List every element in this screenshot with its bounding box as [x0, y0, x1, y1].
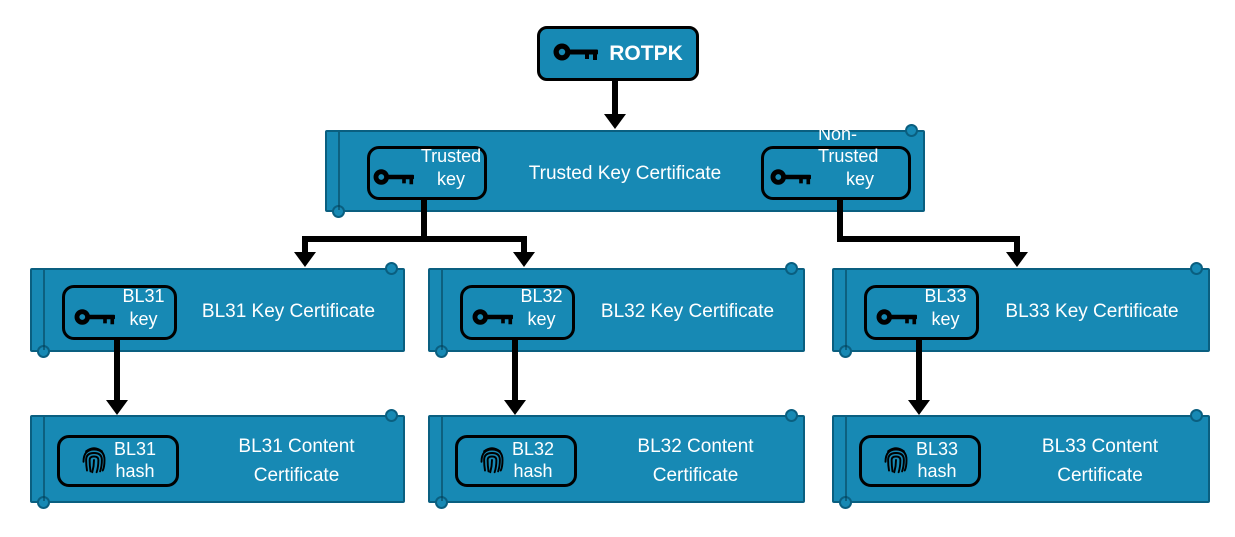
badge-label-line1: BL32: [520, 286, 563, 306]
arrow-to-bl32-key-cert: [521, 236, 527, 254]
arrowhead: [604, 114, 626, 129]
scroll-edge: [441, 417, 443, 501]
badge-label-line1: BL32: [511, 438, 555, 459]
arrowhead: [504, 400, 526, 415]
scroll-edge: [845, 270, 847, 350]
scroll-curl-icon: [1190, 409, 1203, 422]
badge-label-line2: key: [527, 308, 556, 329]
badge-label-line1: BL33: [915, 438, 959, 459]
badge-label-line1: Non-Trusted: [818, 123, 879, 167]
bl32-key-certificate-banner: BL32 key BL32 Key Certificate: [428, 262, 805, 358]
scroll-curl-icon: [1190, 262, 1203, 275]
key-icon: [553, 43, 599, 61]
arrowhead: [513, 252, 535, 267]
arrow-non-trusted-branch-bar: [837, 236, 1020, 242]
badge-label-line2: key: [845, 168, 874, 189]
key-icon: [877, 309, 918, 325]
key-icon: [473, 309, 514, 325]
bl31-hash-badge: BL31 hash: [57, 435, 179, 487]
arrow-to-bl31-key-cert: [302, 236, 308, 254]
arrow-bl31-key-to-content: [114, 338, 120, 402]
fingerprint-icon: [884, 447, 908, 474]
scroll-edge: [845, 417, 847, 501]
bl33-content-certificate-banner: BL33 hash BL33 Content Certificate: [832, 409, 1210, 509]
certificate-title: Trusted Key Certificate: [528, 163, 722, 184]
key-icon: [75, 309, 116, 325]
arrow-trusted-key-stub: [421, 198, 427, 242]
badge-label-line2: key: [931, 308, 960, 329]
bl32-key-badge: BL32 key: [460, 285, 575, 340]
arrowhead: [106, 400, 128, 415]
certificate-title-line2: Certificate: [253, 464, 340, 486]
certificate-title: BL32 Key Certificate: [600, 301, 775, 322]
bl32-hash-badge: BL32 hash: [455, 435, 577, 487]
scroll-edge: [338, 132, 340, 210]
certificate-title-line1: BL33 Content: [1041, 436, 1159, 457]
trusted-key-badge: Trusted key: [367, 146, 487, 200]
arrowhead: [294, 252, 316, 267]
scroll-edge: [43, 270, 45, 350]
arrow-non-trusted-key-stub: [837, 198, 843, 242]
badge-label-line1: BL33: [924, 286, 967, 306]
certificate-title: BL32 Content Certificate: [600, 433, 791, 490]
badge-label-line1: BL31: [113, 438, 157, 459]
key-icon: [770, 169, 811, 185]
certificate-title: BL31 Content Certificate: [202, 433, 391, 490]
bl33-key-certificate-banner: BL33 key BL33 Key Certificate: [832, 262, 1210, 358]
key-icon: [373, 169, 414, 185]
rotpk-node: ROTPK: [537, 26, 699, 81]
bl33-key-badge: BL33 key: [864, 285, 979, 340]
arrowhead: [908, 400, 930, 415]
scroll-curl-icon: [905, 124, 918, 137]
bl31-key-certificate-banner: BL31 key BL31 Key Certificate: [30, 262, 405, 358]
scroll-curl-icon: [785, 409, 798, 422]
arrow-bl33-key-to-content: [916, 338, 922, 402]
arrowhead: [1006, 252, 1028, 267]
scroll-edge: [441, 270, 443, 350]
badge-label-line1: BL31: [122, 286, 165, 306]
badge-label-line1: Trusted: [420, 146, 482, 166]
arrow-to-bl33-key-cert: [1014, 236, 1020, 254]
arrow-trusted-branch-bar: [302, 236, 527, 242]
certificate-title-line1: BL31 Content: [238, 436, 355, 457]
scroll-edge: [43, 417, 45, 501]
bl31-key-badge: BL31 key: [62, 285, 177, 340]
bl33-hash-badge: BL33 hash: [859, 435, 981, 487]
arrow-rotpk-to-trusted-cert: [612, 80, 618, 116]
bl31-content-certificate-banner: BL31 hash BL31 Content Certificate: [30, 409, 405, 509]
badge-label-line2: hash: [513, 461, 553, 481]
certificate-title: BL33 Key Certificate: [1005, 301, 1179, 322]
trusted-key-certificate-banner: Trusted key Trusted Key Certificate Non-…: [325, 124, 925, 218]
badge-label-line2: hash: [917, 461, 957, 481]
fingerprint-icon: [82, 447, 106, 474]
bl32-content-certificate-banner: BL32 hash BL32 Content Certificate: [428, 409, 805, 509]
non-trusted-key-badge: Non-Trusted key: [761, 124, 911, 200]
badge-label-line2: key: [437, 168, 466, 189]
scroll-curl-icon: [385, 409, 398, 422]
scroll-curl-icon: [385, 262, 398, 275]
badge-label-line2: key: [129, 308, 158, 329]
fingerprint-icon: [480, 447, 504, 474]
arrow-bl32-key-to-content: [512, 338, 518, 402]
certificate-title: BL31 Key Certificate: [201, 301, 376, 322]
certificate-title-line1: BL32 Content: [637, 436, 754, 457]
certificate-title: BL33 Content Certificate: [1004, 433, 1196, 490]
rotpk-label: ROTPK: [609, 41, 683, 65]
scroll-curl-icon: [785, 262, 798, 275]
certificate-title-line2: Certificate: [652, 464, 739, 486]
badge-label-line2: hash: [115, 461, 155, 481]
certificate-title-line2: Certificate: [1057, 464, 1143, 486]
